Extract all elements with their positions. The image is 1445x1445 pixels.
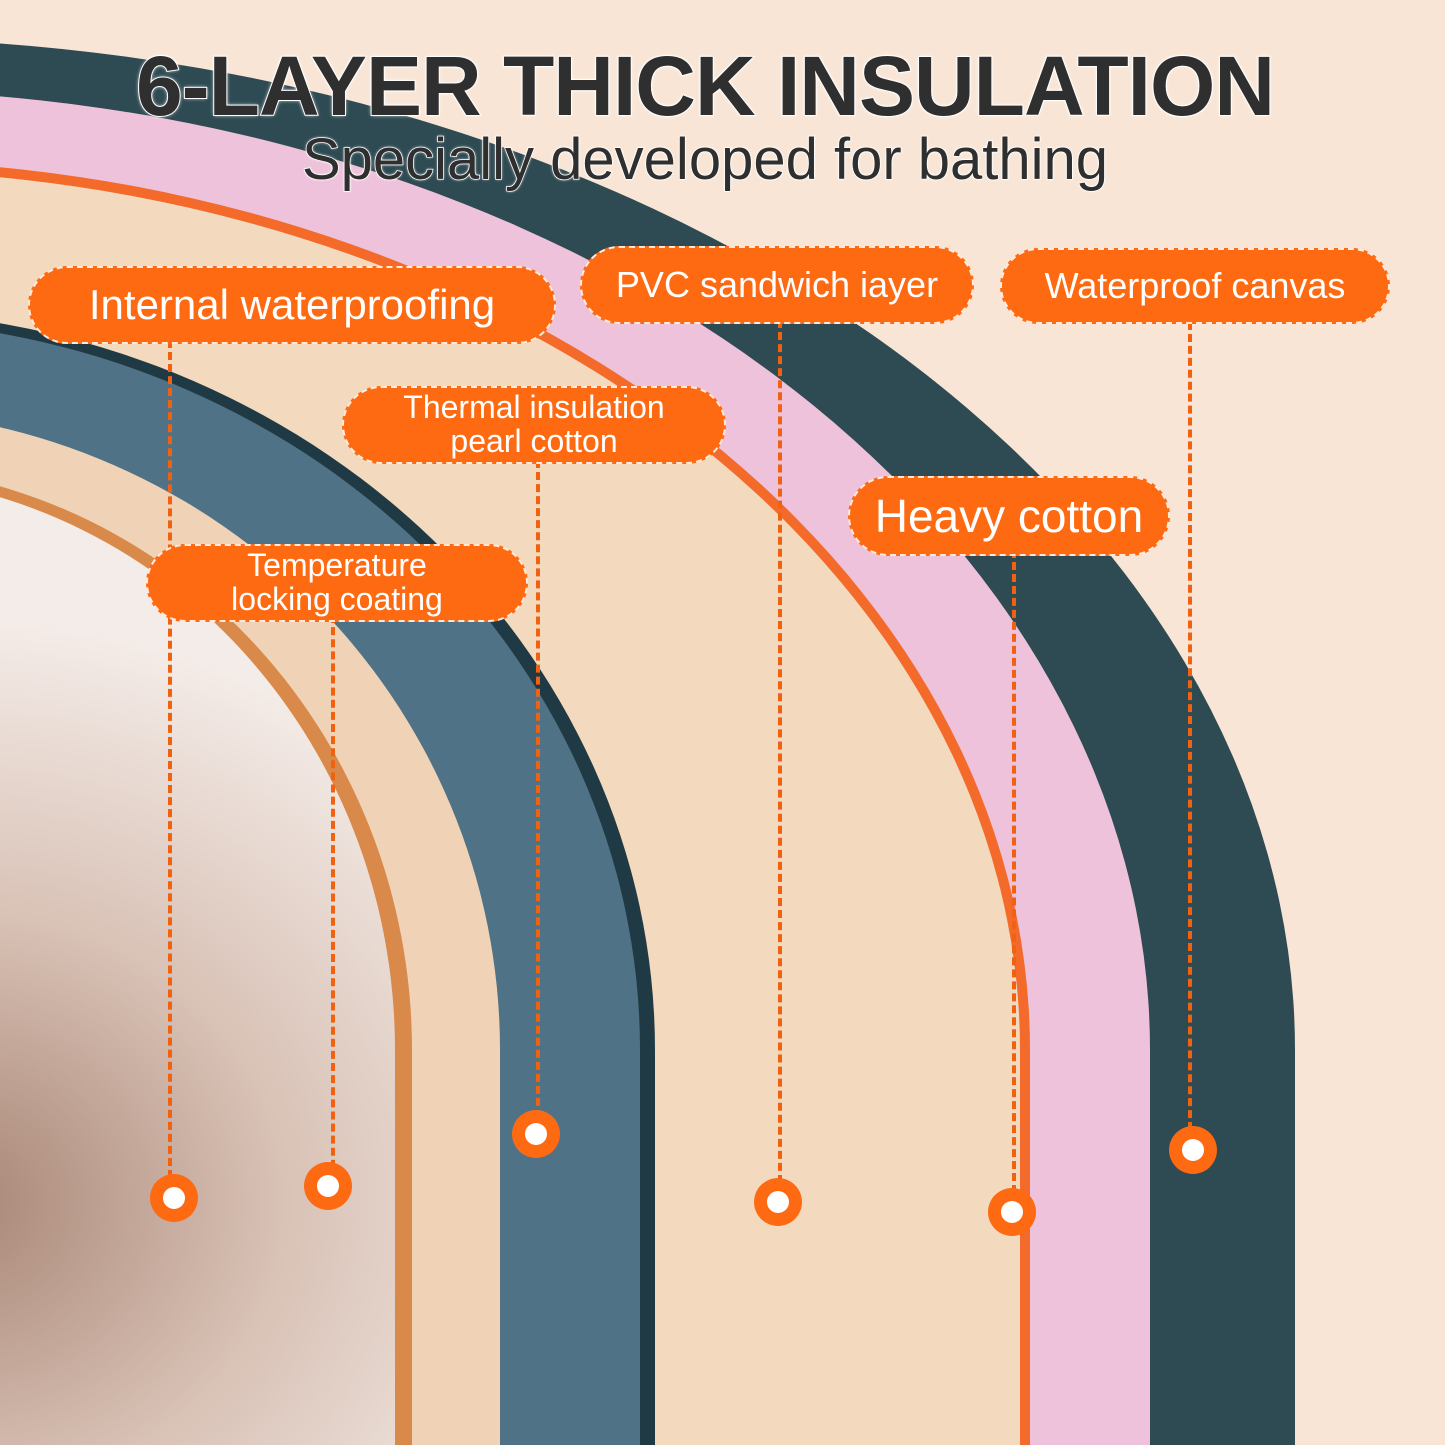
label-text: Heavy cotton bbox=[874, 489, 1144, 542]
marker-pvc bbox=[754, 1178, 802, 1226]
page-title: 6-LAYER THICK INSULATION bbox=[135, 38, 1276, 134]
leader-line-heavy-cotton bbox=[1012, 550, 1016, 1205]
leader-line-internal-waterproofing bbox=[168, 340, 172, 1190]
label-waterproof-canvas: Waterproof canvas bbox=[1000, 248, 1390, 324]
leader-line-thermal-insulation bbox=[536, 460, 540, 1130]
leader-line-temperature-locking bbox=[331, 615, 335, 1180]
page-subtitle: Specially developed for bathing bbox=[301, 126, 1109, 193]
marker-temperature-locking bbox=[304, 1162, 352, 1210]
marker-internal-waterproofing bbox=[150, 1174, 198, 1222]
label-thermal-insulation: Thermal insulation pearl cotton bbox=[342, 386, 726, 464]
marker-waterproof-canvas bbox=[1169, 1126, 1217, 1174]
label-temperature-locking: Temperature locking coating bbox=[146, 544, 528, 622]
label-line-2: pearl cotton bbox=[450, 423, 618, 459]
label-line-1: Thermal insulation bbox=[403, 389, 665, 426]
label-pvc-sandwich-layer: PVC sandwich iayer bbox=[580, 246, 974, 324]
leader-line-waterproof-canvas bbox=[1188, 322, 1192, 1142]
marker-thermal-insulation bbox=[512, 1110, 560, 1158]
leader-line-pvc bbox=[778, 320, 782, 1195]
label-heavy-cotton: Heavy cotton bbox=[848, 476, 1170, 556]
label-text: Internal waterproofing bbox=[88, 280, 496, 328]
label-internal-waterproofing: Internal waterproofing bbox=[28, 266, 556, 344]
label-text: PVC sandwich iayer bbox=[615, 264, 939, 306]
label-line-1: Temperature bbox=[247, 547, 427, 584]
label-line-2: locking coating bbox=[231, 581, 443, 617]
marker-heavy-cotton bbox=[988, 1188, 1036, 1236]
internal-waterproofing-layer bbox=[0, 497, 395, 1445]
label-text: Waterproof canvas bbox=[1044, 265, 1346, 307]
